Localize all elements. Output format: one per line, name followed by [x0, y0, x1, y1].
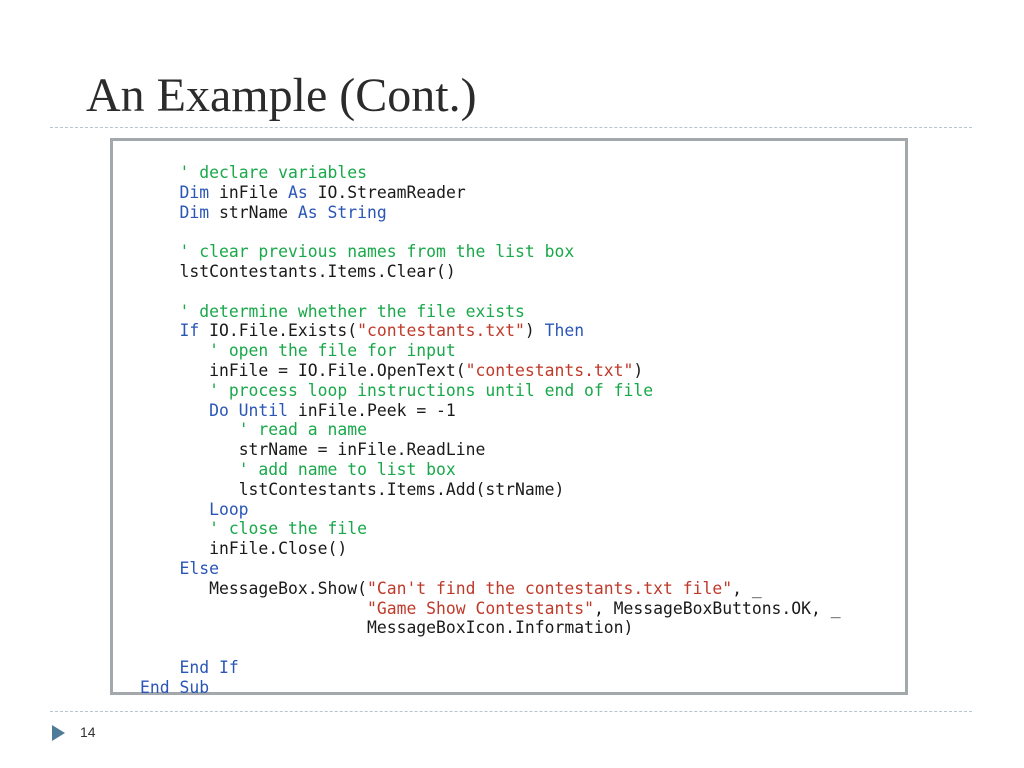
code-keyword: As [288, 182, 308, 202]
code-text: ) [524, 321, 545, 341]
code-line: Do Until inFile.Peek = -1 [140, 401, 841, 421]
code-indent [140, 401, 209, 420]
code-keyword: Then [544, 321, 585, 341]
code-text: lstContestants.Items.Clear() [179, 261, 456, 281]
code-indent [140, 599, 367, 618]
code-indent [140, 559, 179, 578]
code-listing-box: ' declare variables Dim inFile As IO.Str… [110, 138, 908, 698]
code-text: MessageBoxIcon.Information) [366, 618, 634, 638]
code-indent [140, 381, 209, 400]
triangle-right-icon [52, 725, 65, 741]
code-line [140, 638, 841, 658]
code-line: lstContestants.Items.Add(strName) [140, 480, 841, 500]
slide-title: An Example (Cont.) [86, 69, 477, 122]
code-text: , _ [732, 578, 762, 598]
code-indent [140, 321, 179, 340]
code-indent [140, 658, 179, 677]
code-text: ) [633, 360, 644, 380]
code-comment: ' determine whether the file exists [179, 301, 525, 321]
code-indent [140, 361, 209, 380]
code-comment: ' add name to list box [238, 459, 456, 479]
code-line: "Game Show Contestants", MessageBoxButto… [140, 599, 841, 619]
code-text: inFile.Close() [209, 539, 348, 559]
code-string: "Game Show Contestants" [366, 598, 594, 618]
code-string: "Can't find the contestants.txt file" [366, 578, 733, 598]
code-text: strName = inFile.ReadLine [238, 440, 486, 460]
code-indent [140, 183, 179, 202]
code-indent [140, 203, 179, 222]
code-line: lstContestants.Items.Clear() [140, 262, 841, 282]
code-indent [140, 242, 179, 261]
code-comment: ' open the file for input [209, 341, 456, 361]
code-text: IO.StreamReader [307, 182, 466, 202]
code-text: IO.File.Exists( [199, 321, 358, 341]
code-keyword: Dim [179, 202, 210, 222]
code-text [318, 203, 328, 222]
code-line: MessageBoxIcon.Information) [140, 618, 841, 638]
code-keyword: As [297, 202, 318, 222]
code-keyword: Loop [209, 499, 249, 519]
code-indent [140, 302, 179, 321]
code-indent [140, 618, 367, 637]
code-line: strName = inFile.ReadLine [140, 440, 841, 460]
code-indent [140, 262, 179, 281]
code-line: ' clear previous names from the list box [140, 242, 841, 262]
code-text: lstContestants.Items.Add(strName) [238, 479, 565, 499]
code-keyword: If [179, 321, 200, 341]
code-indent [140, 480, 239, 499]
code-comment: ' declare variables [179, 163, 367, 182]
code-indent [140, 460, 239, 479]
page-number: 14 [80, 724, 96, 740]
code-line: End If [140, 658, 841, 678]
code-indent [140, 500, 209, 519]
code-line: Dim strName As String [140, 203, 841, 223]
code-line: inFile.Close() [140, 539, 841, 559]
code-keyword: Do Until [209, 400, 289, 420]
code-keyword: End If [179, 657, 239, 677]
code-line: MessageBox.Show("Can't find the contesta… [140, 579, 841, 599]
code-line: Else [140, 559, 841, 579]
code-line: ' add name to list box [140, 460, 841, 480]
code-indent [140, 341, 209, 360]
footer-divider [50, 711, 972, 712]
code-text: inFile [209, 182, 289, 202]
code-string: "contestants.txt" [357, 321, 525, 341]
code-text: inFile.Peek = -1 [288, 400, 456, 420]
code-comment: ' process loop instructions until end of… [209, 380, 654, 400]
code-comment: ' close the file [209, 519, 367, 539]
code-line: ' process loop instructions until end of… [140, 381, 841, 401]
code-string: "contestants.txt" [465, 360, 634, 380]
code-line: ' read a name [140, 420, 841, 440]
code-indent [140, 519, 209, 538]
code-indent [140, 579, 209, 598]
code-comment: ' clear previous names from the list box [179, 242, 575, 262]
code-line: Loop [140, 500, 841, 520]
code-indent [140, 420, 239, 439]
code-indent [140, 539, 209, 558]
code-indent [140, 163, 179, 182]
code-line [140, 222, 841, 242]
code-line: ' determine whether the file exists [140, 302, 841, 322]
code-text: inFile = IO.File.OpenText( [209, 360, 466, 380]
code-line: Dim inFile As IO.StreamReader [140, 183, 841, 203]
code-block: ' declare variables Dim inFile As IO.Str… [140, 163, 841, 698]
code-line: If IO.File.Exists("contestants.txt") The… [140, 321, 841, 341]
code-line [140, 282, 841, 302]
code-indent [140, 440, 239, 459]
code-keyword: Else [179, 558, 219, 578]
code-text: strName [209, 202, 298, 222]
code-line: End Sub [140, 678, 841, 698]
code-line: inFile = IO.File.OpenText("contestants.t… [140, 361, 841, 381]
code-keyword: String [327, 202, 387, 222]
code-line: ' open the file for input [140, 341, 841, 361]
code-line: ' close the file [140, 519, 841, 539]
code-line: ' declare variables [140, 163, 841, 183]
title-divider [50, 127, 972, 128]
code-keyword: End Sub [140, 677, 210, 697]
code-comment: ' read a name [238, 420, 367, 440]
code-text: MessageBox.Show( [209, 578, 367, 598]
code-text: , MessageBoxButtons.OK, _ [593, 598, 841, 618]
code-keyword: Dim [179, 182, 210, 202]
